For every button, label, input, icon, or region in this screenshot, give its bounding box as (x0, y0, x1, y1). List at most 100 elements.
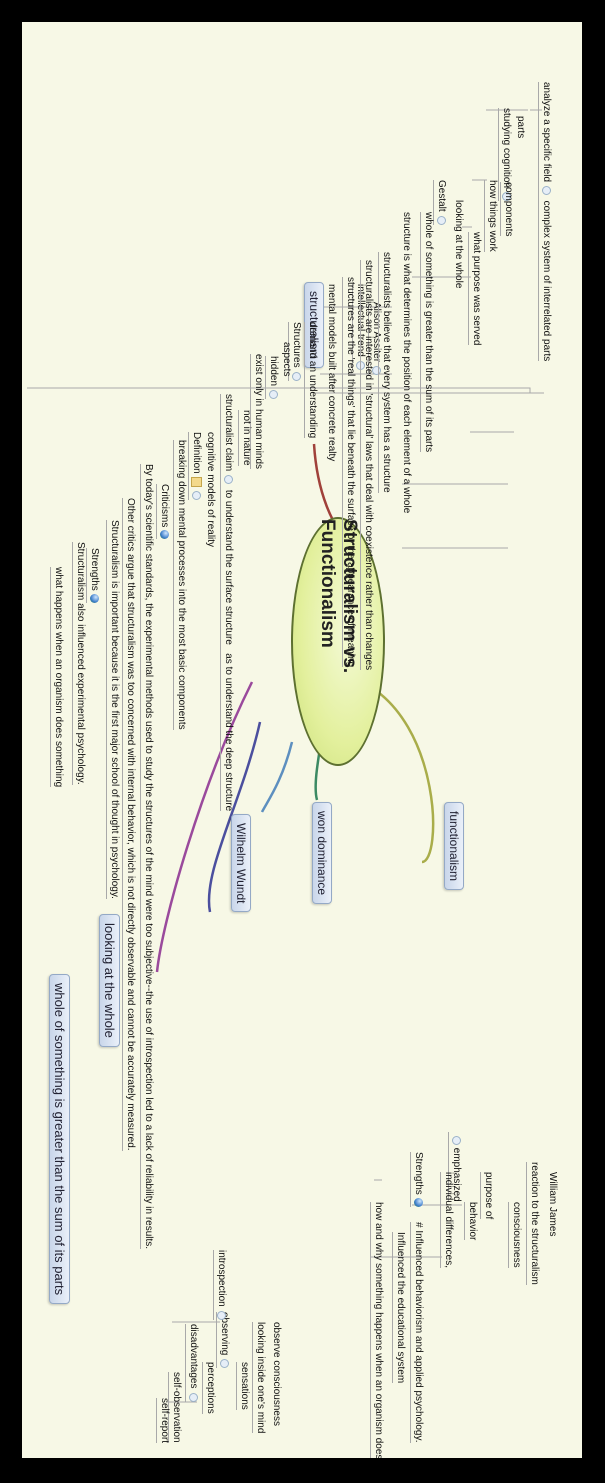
expand-icon[interactable] (542, 186, 552, 196)
expand-icon[interactable] (220, 1359, 230, 1369)
node-label: mental models built after concrete realt… (326, 284, 337, 462)
node-how-things-work[interactable]: how things work (484, 180, 498, 252)
node-label: studying cognition (501, 108, 512, 189)
node-label: what happens when an organism does somet… (53, 567, 64, 788)
node-cognitive-models[interactable]: cognitive models of reality (204, 432, 216, 547)
node-criticisms[interactable]: Criticisms (156, 484, 170, 540)
branch-line-whole (155, 681, 254, 973)
expand-icon[interactable] (292, 371, 302, 381)
node-label: # Influenced behaviorism and applied psy… (413, 1222, 424, 1443)
node-criticism-1[interactable]: By today's scientific standards, the exp… (140, 464, 154, 1250)
node-label: aspects (281, 342, 292, 377)
globe-icon[interactable] (414, 1197, 424, 1207)
note-icon[interactable] (191, 476, 202, 487)
node-influenced-behaviorism[interactable]: # Influenced behaviorism and applied psy… (410, 1222, 424, 1443)
topic-functionalism[interactable]: functionalism (444, 802, 464, 891)
expand-icon[interactable] (217, 1310, 227, 1320)
node-real-things[interactable]: structures are the 'real things' that li… (342, 277, 356, 668)
topic-wilhelm-wundt[interactable]: Wilhelm Wundt (231, 814, 251, 913)
node-func-strengths[interactable]: Strengths (410, 1152, 424, 1207)
node-parts[interactable]: parts (514, 116, 526, 138)
expand-icon[interactable] (437, 215, 447, 225)
node-observe-consciousness[interactable]: observe consciousness (270, 1322, 282, 1426)
node-william-james[interactable]: William James (546, 1172, 558, 1236)
node-criticism-2[interactable]: Other critics argue that structuralism w… (122, 498, 136, 1151)
node-label: Other critics argue that structuralism w… (125, 498, 136, 1151)
node-label: breaking down mental processes into the … (176, 440, 187, 730)
node-strength-1[interactable]: Structuralism is important because it is… (106, 520, 120, 899)
expand-icon[interactable] (224, 475, 234, 485)
node-self-report[interactable]: self-report (156, 1398, 170, 1444)
node-exist-minds[interactable]: exist only in human minds (250, 354, 264, 470)
node-behavior[interactable]: behavior (464, 1202, 478, 1241)
node-mental-models[interactable]: mental models built after concrete realt… (325, 284, 337, 461)
node-position[interactable]: structure is what determines the positio… (400, 212, 412, 513)
node-label: structuralist claim (223, 394, 234, 472)
node-what-purpose[interactable]: what purpose was served (468, 232, 482, 346)
node-observing[interactable]: observing (216, 1312, 230, 1369)
node-purpose-of[interactable]: purpose of (480, 1172, 494, 1220)
node-individual[interactable]: individual differences, (440, 1172, 454, 1268)
node-breaking-down[interactable]: breaking down mental processes into the … (173, 440, 187, 730)
topic-won-dominance[interactable]: won dominance (312, 802, 332, 905)
node-label: perceptions (205, 1362, 216, 1414)
node-label: By today's scientific standards, the exp… (143, 464, 154, 1250)
node-not-nature[interactable]: not in nature (238, 410, 252, 466)
node-label: structures are the 'real things' that li… (345, 277, 356, 668)
node-label: William James (547, 1172, 558, 1237)
node-label: Structuralism also influenced experiment… (75, 542, 86, 785)
node-gestalt[interactable]: Gestalt (433, 180, 447, 225)
node-label: structure is what determines the positio… (401, 212, 412, 514)
node-strengths[interactable]: Strengths (86, 548, 100, 603)
node-definition[interactable]: Definition (187, 432, 202, 500)
node-looking-inside[interactable]: looking inside one's mind (252, 1322, 266, 1434)
node-label: looking inside one's mind (255, 1322, 266, 1434)
node-introspection[interactable]: introspection (213, 1250, 227, 1320)
node-demand[interactable]: demand an understanding (304, 322, 318, 439)
node-label: components (503, 182, 514, 237)
node-label: as to understand the deep structure (223, 653, 234, 812)
branch-line-wundt (260, 741, 294, 813)
node-aspects[interactable]: aspects (280, 342, 292, 376)
node-sensations[interactable]: sensations (236, 1362, 250, 1410)
node-reaction[interactable]: reaction to the structuralism (526, 1162, 540, 1285)
node-components[interactable]: components (500, 182, 514, 237)
expand-icon[interactable] (189, 1392, 199, 1402)
node-claim[interactable]: structuralist claim to understand the su… (220, 394, 234, 812)
node-how-why[interactable]: how and why something happens when an or… (370, 1202, 384, 1458)
node-label: Structures (291, 322, 302, 368)
node-self-observation[interactable]: self-observation (168, 1372, 182, 1443)
topic-looking-at-the-whole[interactable]: looking at the whole (99, 914, 120, 1047)
expand-icon[interactable] (452, 1136, 462, 1145)
node-label: complex system of interrelated parts (541, 200, 552, 362)
node-strength-2[interactable]: Structuralism also influenced experiment… (72, 542, 86, 785)
node-what-happens[interactable]: what happens when an organism does somet… (50, 567, 64, 788)
globe-icon[interactable] (160, 530, 170, 540)
node-whole-sum[interactable]: whole of something is greater than the s… (420, 212, 434, 453)
node-consciousness[interactable]: consciousness (508, 1202, 522, 1268)
node-label: looking at the whole (453, 200, 464, 289)
topic-whole-greater[interactable]: whole of something is greater than the s… (49, 974, 70, 1305)
node-hidden[interactable]: hidden (265, 356, 279, 400)
node-looking-whole[interactable]: looking at the whole (452, 200, 464, 288)
node-perceptions[interactable]: perceptions (202, 1362, 216, 1414)
node-disadvantages[interactable]: disadvantages (185, 1324, 199, 1402)
topic-label: won dominance (315, 811, 329, 896)
expand-icon[interactable] (192, 490, 201, 500)
node-label: structuralists are interested in 'struct… (363, 260, 374, 671)
node-influenced-education[interactable]: Influenced the educational system (392, 1232, 406, 1384)
expand-icon[interactable] (269, 390, 279, 400)
node-label: Strengths (89, 548, 100, 591)
node-label: Influenced the educational system (395, 1232, 406, 1384)
node-label: introspection (216, 1250, 227, 1307)
node-label: cognitive models of reality (205, 432, 216, 548)
node-label: analyze a specific field (541, 82, 552, 183)
node-label: behavior (467, 1202, 478, 1241)
node-believe[interactable]: structuralists believe that every system… (378, 252, 392, 493)
node-label: purpose of (483, 1172, 494, 1220)
node-label: not in nature (241, 410, 252, 466)
node-label: structuralists believe that every system… (381, 252, 392, 493)
node-interested[interactable]: structuralists are interested in 'struct… (360, 260, 374, 671)
node-analyze[interactable]: analyze a specific field complex system … (538, 82, 552, 362)
globe-icon[interactable] (90, 593, 100, 603)
